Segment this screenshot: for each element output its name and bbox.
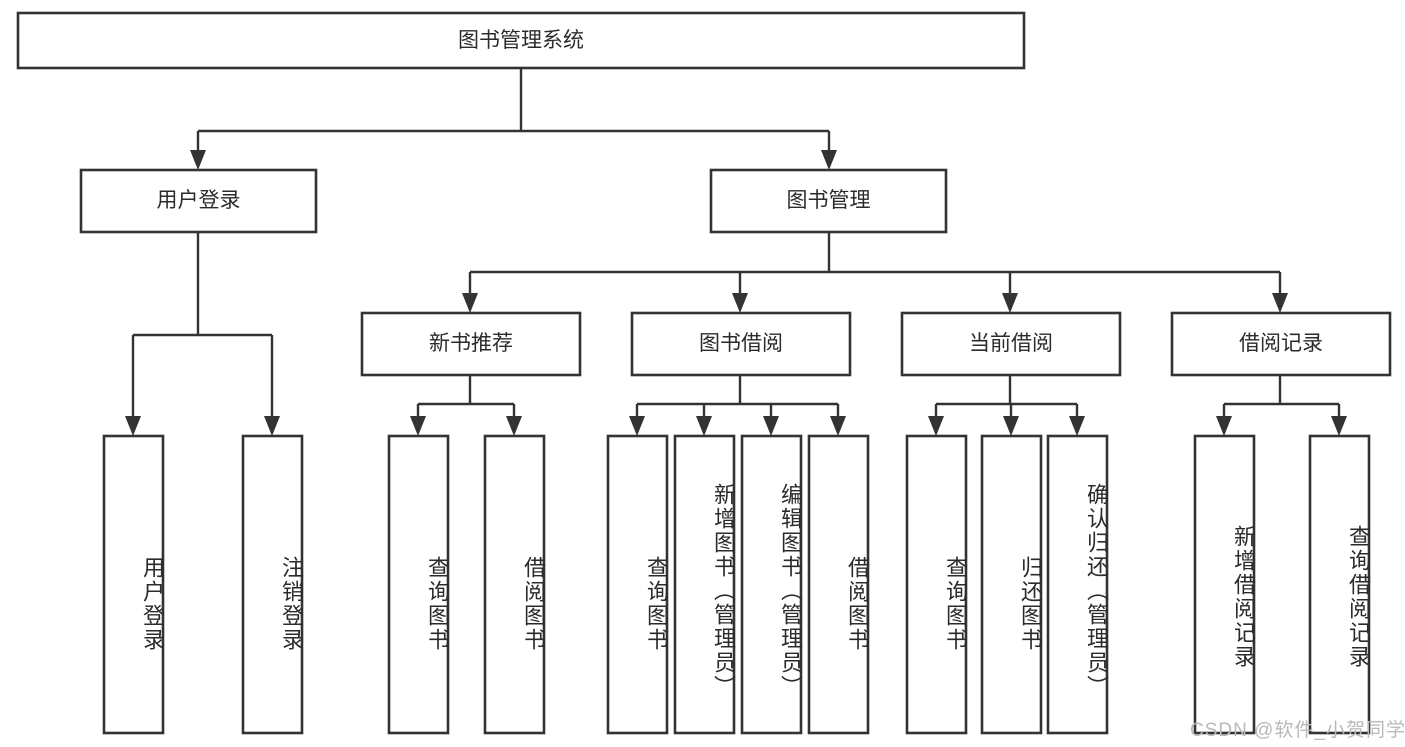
node-box-leaf-edit-book <box>740 434 803 735</box>
csdn-watermark: CSDN @软件_小贺同学 <box>1190 720 1405 741</box>
connector-newbook-to-leaves <box>410 375 522 436</box>
node-box-current-borrow <box>900 311 1122 377</box>
node-box-new-book-recommend <box>360 311 582 377</box>
node-box-leaf-confirm-return <box>1046 434 1109 735</box>
node-box-leaf-return-book <box>980 434 1043 735</box>
connector-root-to-level2 <box>190 68 837 170</box>
node-box-book-management <box>709 168 948 234</box>
connector-userlogin-to-leaves <box>125 232 280 436</box>
node-box-leaf-logout <box>241 434 304 735</box>
connector-currentborrow-to-leaves <box>928 375 1085 436</box>
connector-borrowrecord-to-leaves <box>1216 375 1347 436</box>
node-box-user-login <box>79 168 318 234</box>
node-box-book-borrow <box>630 311 852 377</box>
connector-bookborrow-to-leaves <box>629 375 846 436</box>
node-box-root <box>16 11 1026 70</box>
node-box-leaf-user-login <box>102 434 165 735</box>
node-box-leaf-query-book-2 <box>606 434 669 735</box>
node-box-leaf-borrow-book-1 <box>483 434 546 735</box>
node-box-leaf-borrow-book-2 <box>807 434 870 735</box>
connector-bookmgmt-to-level3 <box>462 232 1288 313</box>
node-box-leaf-query-book-1 <box>387 434 450 735</box>
node-box-borrow-record <box>1170 311 1392 377</box>
node-box-leaf-add-book <box>673 434 736 735</box>
node-box-leaf-query-record <box>1308 434 1371 735</box>
node-box-leaf-query-book-3 <box>905 434 968 735</box>
node-box-leaf-add-record <box>1193 434 1256 735</box>
